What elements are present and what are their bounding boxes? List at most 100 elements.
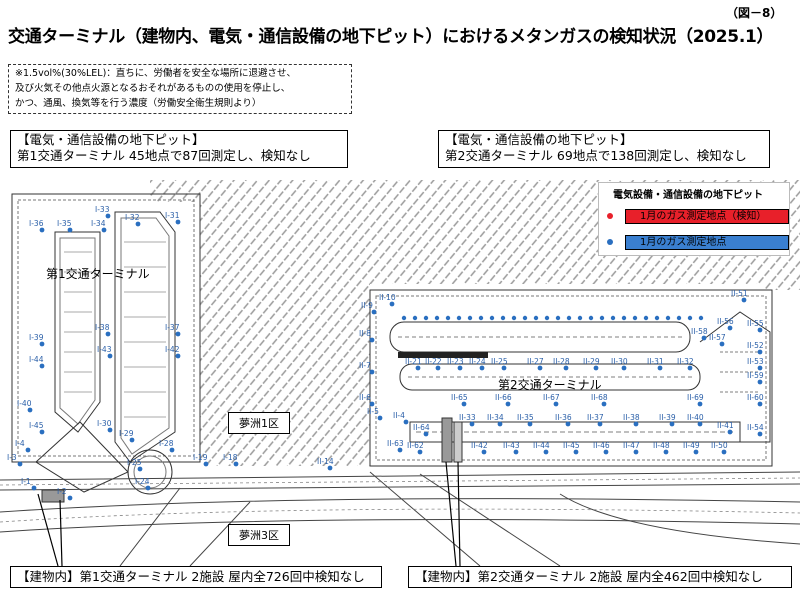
measurement-point-ii-39 xyxy=(669,421,675,427)
measurement-point-i-19 xyxy=(203,461,209,467)
terminal2-dark-band xyxy=(398,352,488,358)
legend-title: 電気設備・通信設備の地下ピット xyxy=(613,190,763,201)
measurement-point-ii-62 xyxy=(417,449,423,455)
measurement-point xyxy=(533,315,539,321)
measurement-point-label: II-57 xyxy=(709,333,726,342)
measurement-point xyxy=(423,315,429,321)
measurement-point-label: II-47 xyxy=(623,441,640,450)
measurement-point-ii-46 xyxy=(603,449,609,455)
measurement-point-label: II-14 xyxy=(317,457,334,466)
measurement-point-i-24 xyxy=(145,485,151,491)
measurement-point-i-32 xyxy=(135,221,141,227)
measurement-point xyxy=(698,315,704,321)
measurement-point-ii-6 xyxy=(369,401,375,407)
measurement-point xyxy=(544,315,550,321)
measurement-point-ii-29 xyxy=(593,365,599,371)
measurement-point-label: I-4 xyxy=(15,439,25,448)
measurement-point-ii-52 xyxy=(757,349,763,355)
legend-dot-measured xyxy=(607,239,613,245)
measurement-point xyxy=(434,315,440,321)
measurement-point-ii-25 xyxy=(501,365,507,371)
terminal2-outline xyxy=(369,289,773,467)
measurement-point-ii-5 xyxy=(377,415,383,421)
measurement-point-label: II-58 xyxy=(691,327,708,336)
measurement-point-ii-31 xyxy=(657,365,663,371)
measurement-point-ii-48 xyxy=(663,449,669,455)
callout-pit-terminal2-body: 第2交通ターミナル 69地点で138回測定し、検知なし xyxy=(445,148,747,163)
measurement-point-ii-32 xyxy=(687,365,693,371)
measurement-point-label: I-36 xyxy=(29,219,44,228)
measurement-point-label: I-18 xyxy=(223,453,238,462)
measurement-point-i-25 xyxy=(137,466,143,472)
measurement-point-label: II-9 xyxy=(361,301,373,310)
callout-building-terminal2: 【建物内】第2交通ターミナル 2施設 屋内全462回中検知なし xyxy=(408,566,792,588)
measurement-point-label: II-65 xyxy=(451,393,468,402)
measurement-point-label: I-42 xyxy=(165,345,180,354)
measurement-point-label: II-7 xyxy=(359,361,371,370)
measurement-point-ii-37 xyxy=(597,421,603,427)
measurement-point-label: II-45 xyxy=(563,441,580,450)
measurement-point-label: II-68 xyxy=(591,393,608,402)
measurement-point xyxy=(511,315,517,321)
measurement-point-ii-7 xyxy=(369,369,375,375)
measurement-point-label: II-36 xyxy=(555,413,572,422)
measurement-point-label: II-25 xyxy=(491,357,508,366)
measurement-point xyxy=(665,315,671,321)
measurement-point-label: II-46 xyxy=(593,441,610,450)
measurement-point-label: I-31 xyxy=(165,211,180,220)
measurement-point-label: II-44 xyxy=(533,441,550,450)
measurement-point-i-37 xyxy=(175,331,181,337)
measurement-point-ii-60 xyxy=(757,401,763,407)
measurement-point-label: II-66 xyxy=(495,393,512,402)
measurement-point xyxy=(577,315,583,321)
measurement-point-label: II-8 xyxy=(359,329,371,338)
measurement-point-label: II-51 xyxy=(731,289,748,298)
measurement-point-ii-56 xyxy=(727,325,733,331)
measurement-point-label: I-1 xyxy=(21,477,31,486)
measurement-point-label: I-3 xyxy=(7,453,17,462)
measurement-point-ii-36 xyxy=(565,421,571,427)
measurement-point xyxy=(588,315,594,321)
measurement-point-i-4 xyxy=(25,447,31,453)
measurement-point-label: II-69 xyxy=(687,393,704,402)
measurement-point-label: II-50 xyxy=(711,441,728,450)
callout-pit-terminal1: 【電気・通信設備の地下ピット】 第1交通ターミナル 45地点で87回測定し、検知… xyxy=(10,130,348,168)
measurement-point-label: II-35 xyxy=(517,413,534,422)
measurement-point-label: I-30 xyxy=(97,419,112,428)
measurement-point-label: II-48 xyxy=(653,441,670,450)
callout-pit-terminal1-body: 第1交通ターミナル 45地点で87回測定し、検知なし xyxy=(17,148,311,163)
measurement-point-label: I-37 xyxy=(165,323,180,332)
measurement-point xyxy=(412,315,418,321)
measurement-point-ii-65 xyxy=(461,401,467,407)
measurement-point-ii-34 xyxy=(497,421,503,427)
measurement-point-label: I-19 xyxy=(193,453,208,462)
measurement-point-ii-14 xyxy=(327,465,333,471)
measurement-point-ii-24 xyxy=(479,365,485,371)
measurement-point-ii-10 xyxy=(389,301,395,307)
map-legend: 電気設備・通信設備の地下ピット 1月のガス測定地点（検知） 1月のガス測定地点 xyxy=(598,182,790,256)
terminal1-parking-rows xyxy=(64,241,166,418)
measurement-point-ii-68 xyxy=(601,401,607,407)
measurement-point-i-36 xyxy=(39,227,45,233)
measurement-point-label: II-62 xyxy=(407,441,424,450)
measurement-point-i-3 xyxy=(17,461,23,467)
measurement-point xyxy=(643,315,649,321)
measurement-point-ii-30 xyxy=(621,365,627,371)
measurement-point xyxy=(500,315,506,321)
measurement-point-ii-21 xyxy=(415,365,421,371)
measurement-point-label: I-24 xyxy=(135,477,150,486)
measurement-point-ii-8 xyxy=(369,337,375,343)
terminal1-label: 第1交通ターミナル xyxy=(46,267,150,281)
measurement-point-label: II-6 xyxy=(359,393,371,402)
t1-facility-block xyxy=(41,489,65,503)
measurement-point-label: II-32 xyxy=(677,357,694,366)
measurement-point xyxy=(489,315,495,321)
measurement-point-ii-42 xyxy=(481,449,487,455)
measurement-point-label: II-38 xyxy=(623,413,640,422)
measurement-point-label: II-41 xyxy=(717,421,734,430)
measurement-point-label: II-24 xyxy=(469,357,486,366)
yumenoshima1-label: 夢洲1区 xyxy=(228,412,290,434)
measurement-point-ii-47 xyxy=(633,449,639,455)
measurement-point-i-43 xyxy=(107,353,113,359)
